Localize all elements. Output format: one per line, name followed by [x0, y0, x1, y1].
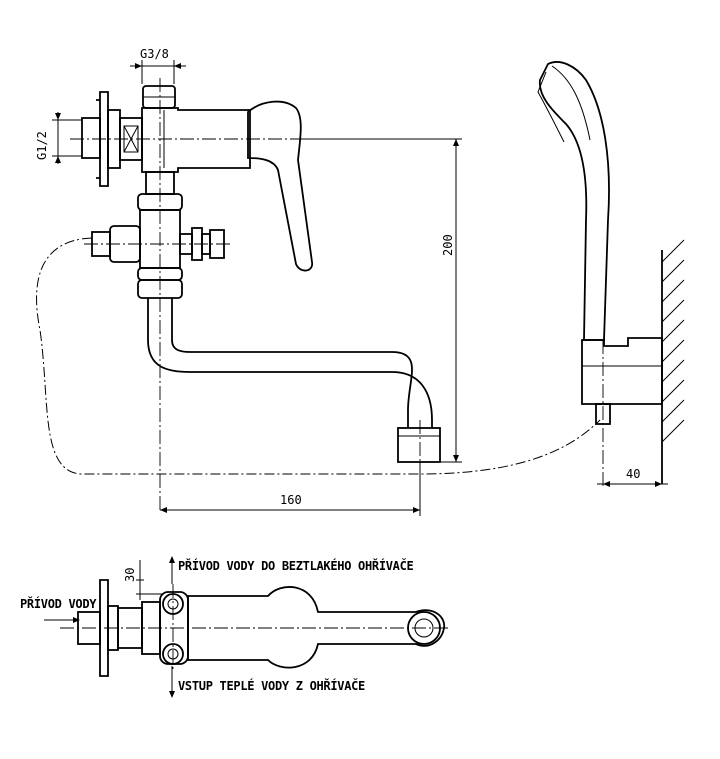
riser	[137, 78, 183, 512]
hose-path	[36, 237, 601, 475]
dim-g38: G3/8	[130, 47, 186, 84]
dim-g12-text: G1/2	[35, 131, 49, 160]
label-outlet: PŘÍVOD VODY DO BEZTLAKÉHO OHŘÍVAČE	[169, 556, 414, 584]
shower-head	[539, 61, 610, 341]
label-supply-text: PŘÍVOD VODY	[20, 596, 97, 611]
dim-200-text: 200	[441, 234, 455, 256]
front-view: G1/2 G3/8	[35, 47, 601, 516]
wall-rosette	[81, 91, 121, 187]
dim-200: 200	[300, 138, 462, 463]
side-connectors	[84, 225, 232, 263]
lever-handle	[247, 100, 313, 272]
label-inlet-text: VSTUP TEPLÉ VODY Z OHŘÍVAČE	[178, 678, 365, 693]
dim-40-text: 40	[626, 467, 640, 481]
dim-30-text: 30	[123, 568, 137, 582]
dim-40: 40	[597, 467, 668, 487]
mixer-body	[141, 107, 251, 173]
wall	[661, 239, 685, 484]
label-supply: PŘÍVOD VODY	[20, 596, 98, 623]
spout	[147, 298, 441, 463]
plan-body	[187, 586, 445, 669]
dim-160: 160	[160, 420, 421, 516]
dim-g38-text: G3/8	[140, 47, 169, 61]
dim-30: 30	[123, 560, 164, 600]
label-outlet-text: PŘÍVOD VODY DO BEZTLAKÉHO OHŘÍVAČE	[178, 558, 414, 573]
side-view: 40	[537, 61, 685, 487]
label-inlet: VSTUP TEPLÉ VODY Z OHŘÍVAČE	[169, 666, 365, 698]
dim-160-text: 160	[280, 493, 302, 507]
shower-holder	[581, 337, 663, 486]
plan-view: 30 PŘÍVOD VODY DO BEZTLAKÉHO OHŘÍVAČE VS…	[20, 556, 450, 698]
dim-g12: G1/2	[35, 112, 82, 164]
top-nut	[142, 85, 176, 109]
